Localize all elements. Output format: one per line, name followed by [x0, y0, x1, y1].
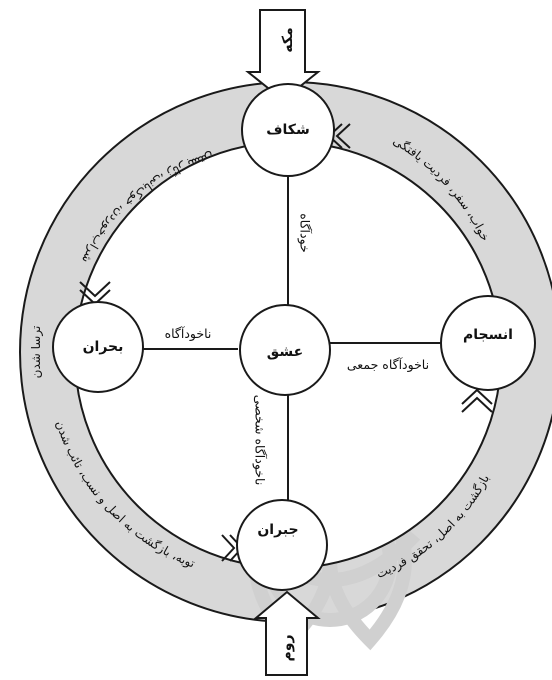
- node-left: بحران: [52, 301, 144, 393]
- edge-center-top-label: خودآگاه: [297, 213, 313, 253]
- entry-top-label: مکه: [280, 27, 296, 52]
- node-left-label: بحران: [83, 339, 124, 355]
- arc-left-outer-label: ترسا شدن: [29, 326, 44, 379]
- node-bottom: جبران: [236, 499, 328, 591]
- entry-arrow-bottom: روم: [253, 590, 321, 676]
- node-bottom-label: جبران: [257, 522, 298, 538]
- chevron-arrow-right-icon: [461, 388, 493, 413]
- node-top-label: شکاف: [266, 122, 309, 138]
- edge-center-right-label: ناخودآگاه جمعی: [347, 357, 429, 373]
- node-top: شکاف: [241, 83, 335, 177]
- node-center: عشق: [239, 304, 331, 396]
- entry-bottom-label: روم: [279, 634, 295, 661]
- edge-center-left-label: ناخودآگاه: [165, 326, 212, 342]
- node-center-label: عشق: [267, 344, 303, 360]
- edge-center-bottom-label: ناخودآگاه شخصی: [252, 395, 268, 486]
- node-right-label: انسجام: [463, 327, 513, 343]
- node-right: انسجام: [440, 295, 536, 391]
